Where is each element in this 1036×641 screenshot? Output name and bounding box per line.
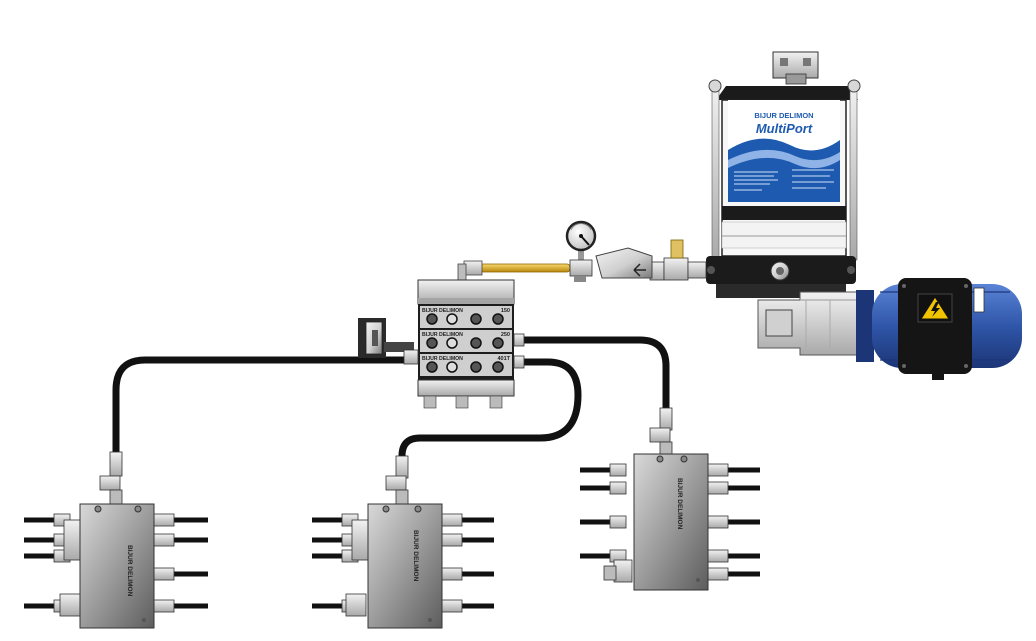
hose-to-right-divider [516, 336, 670, 412]
warning-triangle-icon [917, 293, 953, 323]
divider-rows: BIJUR DELIMON 150 BIJUR DELIMON 250 BIJU… [420, 306, 512, 376]
secondary-divider-right: BIJUR DELIMON [580, 407, 760, 591]
secondary-divider-right-brand: BIJUR DELIMON [676, 478, 683, 530]
pressure-gauge-assembly [565, 220, 653, 282]
divider-ports [426, 313, 504, 373]
main-divider-valve: BIJUR DELIMON 150 BIJUR DELIMON 250 BIJU… [358, 279, 525, 409]
secondary-divider-middle: BIJUR DELIMON [312, 455, 494, 629]
mounting-bracket [358, 318, 414, 358]
pump-lid [716, 86, 858, 100]
filter-block [595, 247, 653, 279]
pump-brand-label: BIJUR DELIMON [754, 111, 813, 120]
secondary-divider-middle-brand: BIJUR DELIMON [412, 530, 419, 582]
divider-row-1-brand: BIJUR DELIMON [422, 308, 463, 314]
drive-motor [856, 278, 1022, 380]
divider-row-2-brand: BIJUR DELIMON [422, 332, 463, 338]
divider-row-2-size: 250 [501, 332, 510, 338]
divider-row-3-size: 401T [497, 356, 510, 362]
motor-terminal-box [898, 278, 972, 374]
hose-to-middle-divider [398, 358, 582, 460]
hose-lines [112, 336, 670, 460]
hose-to-left-divider [112, 356, 414, 456]
secondary-divider-left-brand: BIJUR DELIMON [126, 545, 133, 597]
flow-arrow-icon [633, 263, 646, 277]
divider-row-1-size: 150 [501, 308, 510, 314]
supply-hose [457, 260, 571, 285]
pump-unit: BIJUR DELIMON MultiPort [649, 51, 1022, 380]
divider-row-3-brand: BIJUR DELIMON [422, 356, 463, 362]
pressure-gauge-icon [565, 220, 597, 252]
pump-model-label: MultiPort [756, 121, 813, 136]
secondary-divider-left: BIJUR DELIMON [24, 451, 208, 629]
